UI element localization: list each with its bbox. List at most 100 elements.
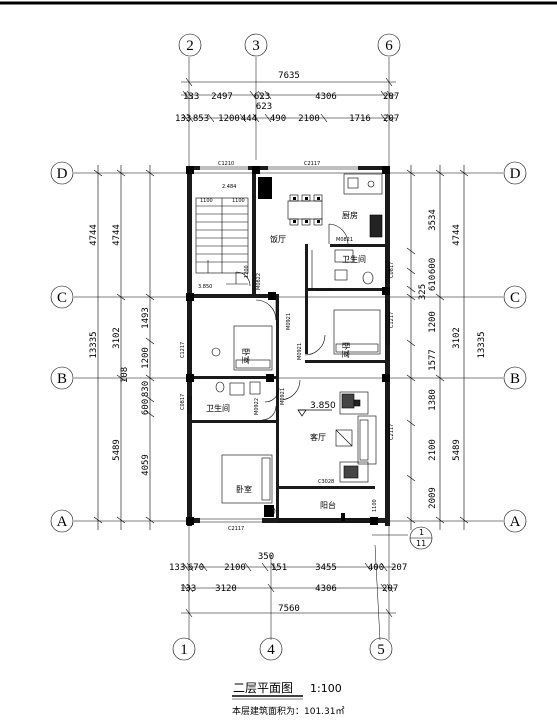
axis-label: D [57, 166, 68, 182]
axis-bubble-right-C: C [503, 285, 527, 309]
dim-top: 490 [270, 114, 286, 124]
axis-bubble-left-A: A [50, 509, 74, 533]
dim-left: 4744 [89, 224, 99, 246]
axis-grid [74, 57, 503, 641]
window-tag: C0817 [389, 262, 395, 278]
window-tag: C1217 [180, 342, 186, 358]
room-label-dining: 饭厅 [270, 234, 286, 244]
door-tag: M0921 [286, 313, 292, 330]
room-label-bedroom-3: 卧室 [236, 484, 252, 494]
dim-bottom-total: 7560 [278, 604, 300, 614]
dim-bottom: 4306 [315, 584, 337, 594]
dim-right: 610 [428, 275, 438, 291]
axis-bubble-top-3: 3 [244, 33, 268, 57]
dim-bottom: 350 [258, 552, 274, 562]
dim-left: 3102 [112, 327, 122, 349]
right-dimensions [406, 165, 469, 530]
room-label-kitchen: 厨房 [342, 210, 358, 220]
door-tag: M0822 [256, 273, 262, 290]
axis-label: 1 [180, 642, 188, 658]
dim-top: 1200 [218, 114, 240, 124]
dim-left: 830 [141, 381, 151, 397]
dim-bottom: 3455 [315, 563, 337, 573]
drawing-scale: 1:100 [310, 682, 342, 695]
dim-right: 1577 [428, 349, 438, 371]
top-dimensions [181, 77, 396, 123]
window-tag: C1210 [218, 161, 234, 167]
dim-bottom: 133 [169, 563, 185, 573]
window-tag: C2117 [228, 526, 244, 532]
section-mark: 1 11 [372, 526, 433, 550]
bed-1 [211, 325, 273, 371]
door-swings [235, 223, 349, 421]
dim-bottom: 151 [271, 563, 287, 573]
room-label-toilet-1: 卫生间 [342, 254, 366, 264]
dim-right: 13335 [477, 331, 487, 358]
dim-top: 207 [383, 92, 399, 102]
axis-label: 3 [252, 38, 260, 54]
dim-left: 13335 [89, 331, 99, 358]
axis-bubble-bottom-5: 5 [369, 637, 393, 661]
axis-bubble-right-A: A [503, 509, 527, 533]
dim-top: 207 [383, 114, 399, 124]
axis-label: A [510, 514, 521, 530]
dim-right: 5489 [452, 439, 462, 461]
axis-bubble-top-2: 2 [178, 33, 202, 57]
bottom-dimensions [181, 562, 396, 618]
dim-bottom: 207 [382, 584, 398, 594]
dim-left: 4059 [141, 454, 151, 476]
bed-2 [333, 309, 381, 355]
door-tag: M0921 [280, 388, 286, 405]
axis-bubble-top-6: 6 [377, 33, 401, 57]
walls [186, 166, 390, 526]
stair-dim: 1200 [244, 265, 250, 278]
living-sofa-set [335, 391, 377, 483]
room-label-bedroom-2: 卧室 [341, 342, 351, 358]
dim-top: 133 [175, 114, 191, 124]
axis-bubble-left-C: C [50, 285, 74, 309]
dim-bottom: 133 [180, 584, 196, 594]
dim-top: 2100 [298, 114, 320, 124]
dim-bottom: 3120 [215, 584, 237, 594]
axis-label: B [510, 371, 520, 387]
axis-label: B [57, 371, 67, 387]
drawing-title: 二层平面图 [233, 681, 293, 695]
dim-right: 3102 [452, 327, 462, 349]
dim-left: 5489 [112, 439, 122, 461]
room-label-balcony: 阳台 [320, 500, 336, 510]
window-tag: C2117 [304, 161, 320, 167]
window-tag: C1217 [389, 312, 395, 328]
window-tag: C2117 [389, 424, 395, 440]
axis-bubble-left-B: B [50, 366, 74, 390]
dim-bottom: 207 [391, 563, 407, 573]
dim-right: 4744 [452, 224, 462, 246]
door-tag: M0922 [254, 398, 260, 415]
axis-label: 4 [267, 642, 275, 658]
stair-dim: 1100 [232, 198, 245, 204]
dim-left: 4744 [112, 224, 122, 246]
dim-top: 133 [183, 92, 199, 102]
axis-label: A [57, 514, 68, 530]
room-label-living: 客厅 [310, 432, 326, 442]
dim-right: 1380 [428, 389, 438, 411]
dim-right: 3534 [428, 209, 438, 231]
dining-table [287, 194, 323, 226]
door-tag: M0821 [336, 237, 353, 243]
dim-top: 623 [254, 92, 270, 102]
dim-left: 108 [120, 367, 130, 383]
axis-label: C [57, 290, 67, 306]
section-mark-bottom: 11 [416, 539, 426, 548]
left-dimensions [93, 165, 155, 530]
dim-left: 600 [141, 399, 151, 415]
dim-left: 1493 [141, 307, 151, 329]
dim-bottom: 400 [368, 563, 384, 573]
room-label-bedroom-1: 卧室 [241, 348, 251, 364]
dim-left: 1200 [141, 347, 151, 369]
staircase [195, 197, 249, 285]
elevation-mark: 3.850 [297, 401, 336, 417]
axis-label: C [510, 290, 520, 306]
toilet-fixtures-1 [311, 249, 374, 291]
axis-bubble-right-B: B [503, 366, 527, 390]
toilet-fixtures-2 [215, 381, 261, 396]
dim-top-total: 7635 [278, 71, 300, 81]
